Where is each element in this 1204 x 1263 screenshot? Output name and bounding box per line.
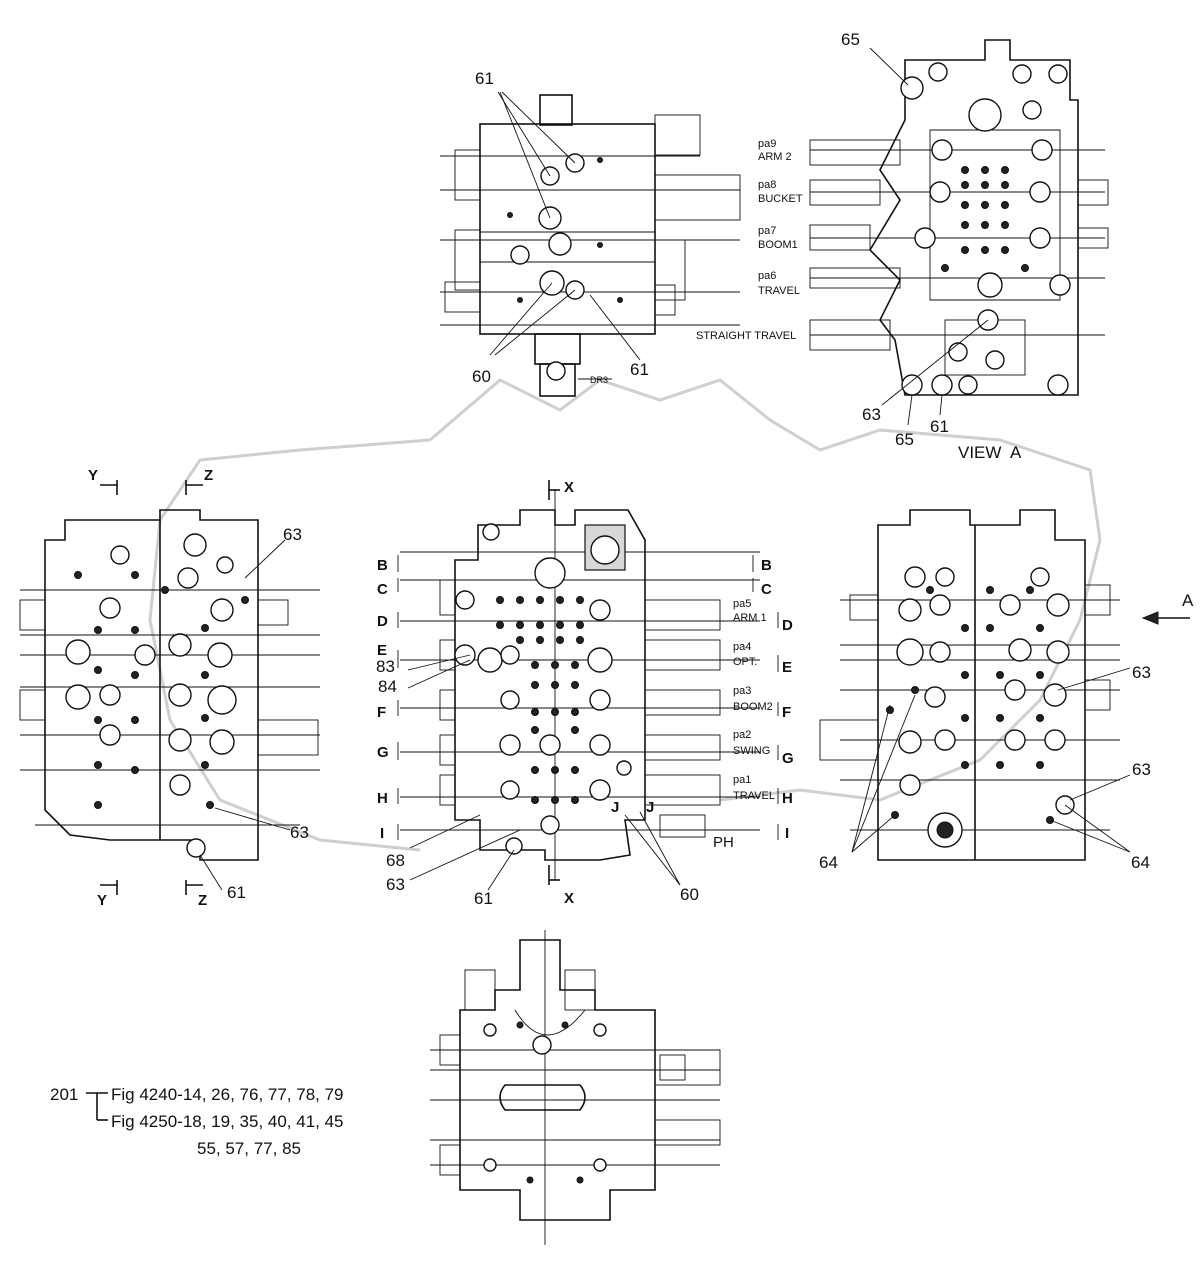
port-pa2-id: pa2: [733, 729, 751, 741]
callout-61-top-right: 61: [630, 360, 649, 379]
callout-63-left-top: 63: [283, 525, 302, 544]
section-mark-e-left: E: [377, 642, 387, 659]
callout-64-right-left: 64: [819, 853, 838, 872]
section-mark-g-left: G: [377, 744, 389, 761]
section-mark-x-bottom: X: [564, 890, 574, 907]
callout-63-right-top: 63: [1132, 663, 1151, 682]
port-pa1-name: TRAVEL: [733, 790, 775, 802]
section-mark-y-top: Y: [88, 467, 98, 484]
section-mark-j-left: J: [611, 799, 619, 816]
section-arrows: [397, 555, 779, 840]
callout-83: 83: [376, 657, 395, 676]
reference-line-2: Fig 4250-18, 19, 35, 40, 41, 45: [111, 1112, 344, 1131]
port-pa4-name: OPT.: [733, 656, 757, 668]
left-view-valve: [19, 480, 320, 895]
port-pa9-name: ARM 2: [758, 151, 792, 163]
port-pa8-name: BUCKET: [758, 193, 803, 205]
section-mark-f-right: F: [782, 704, 791, 721]
section-mark-b-right: B: [761, 557, 772, 574]
top-view-valve: [440, 91, 741, 397]
bottom-view-valve: [430, 930, 721, 1245]
reference-line-3: 55, 57, 77, 85: [197, 1139, 301, 1158]
section-mark-i-right: I: [785, 825, 789, 842]
section-mark-f-left: F: [377, 704, 386, 721]
section-mark-x-top: X: [564, 479, 574, 496]
section-mark-c-left: C: [377, 581, 388, 598]
section-mark-d-right: D: [782, 617, 793, 634]
reference-number: 201: [50, 1085, 78, 1104]
section-mark-g-right: G: [782, 750, 794, 767]
section-mark-i-left: I: [380, 825, 384, 842]
callout-61-center: 61: [474, 889, 493, 908]
center-view-bolts: [496, 596, 584, 804]
section-marks-left: B C D E F G H I: [377, 557, 389, 842]
view-a-port-labels: pa9 ARM 2 pa8 BUCKET pa7 BOOM1 pa6 TRAVE…: [696, 138, 803, 342]
reference-line-1: Fig 4240-14, 26, 76, 77, 78, 79: [111, 1085, 344, 1104]
port-pa4-id: pa4: [733, 641, 751, 653]
section-mark-h-left: H: [377, 790, 388, 807]
right-view-valve: [819, 509, 1190, 861]
callout-64-right-right: 64: [1131, 853, 1150, 872]
port-straight-travel: STRAIGHT TRAVEL: [696, 330, 796, 342]
callout-68: 68: [386, 851, 405, 870]
section-mark-c-right: C: [761, 581, 772, 598]
section-mark-h-right: H: [782, 790, 793, 807]
section-mark-b-left: B: [377, 557, 388, 574]
label-dr3: DR3: [590, 375, 608, 385]
callout-60-top: 60: [472, 367, 491, 386]
arrow-a-label: A: [1182, 591, 1194, 610]
section-mark-d-left: D: [377, 613, 388, 630]
view-a-bolt-grid: [941, 166, 1029, 272]
view-a-title: VIEW A: [958, 443, 1022, 462]
section-mark-z-bottom: Z: [198, 892, 207, 909]
callout-61-view-a: 61: [930, 417, 949, 436]
right-view-bolts: [886, 586, 1054, 824]
callout-84: 84: [378, 677, 397, 696]
left-view-bolts: [74, 571, 249, 809]
section-marks-right: B C D E F G H I: [761, 557, 794, 842]
port-pa6-id: pa6: [758, 270, 776, 282]
port-pa5-name: ARM 1: [733, 612, 767, 624]
section-mark-j-right: J: [646, 799, 654, 816]
port-pa6-name: TRAVEL: [758, 285, 800, 297]
callout-63-view-a: 63: [862, 405, 881, 424]
port-pa9-id: pa9: [758, 138, 776, 150]
section-mark-y-bottom: Y: [97, 892, 107, 909]
label-ph: PH: [713, 834, 734, 851]
callout-61-top: 61: [475, 69, 494, 88]
center-port-labels: pa5 ARM 1 pa4 OPT. pa3 BOOM2 pa2 SWING p…: [733, 598, 775, 802]
section-mark-z-top: Z: [204, 467, 213, 484]
port-pa3-name: BOOM2: [733, 701, 773, 713]
reference-note: [86, 1092, 108, 1121]
port-pa1-id: pa1: [733, 774, 751, 786]
callout-60-center: 60: [680, 885, 699, 904]
view-a-valve: [809, 39, 1109, 426]
port-pa8-id: pa8: [758, 179, 776, 191]
callout-63-right-bottom: 63: [1132, 760, 1151, 779]
port-pa7-id: pa7: [758, 225, 776, 237]
callout-61-left: 61: [227, 883, 246, 902]
section-mark-e-right: E: [782, 659, 792, 676]
port-pa2-name: SWING: [733, 745, 770, 757]
callout-63-center: 63: [386, 875, 405, 894]
port-pa7-name: BOOM1: [758, 239, 798, 251]
callout-63-left-bottom: 63: [290, 823, 309, 842]
center-view-valve: [400, 480, 760, 891]
callout-65-view-a: 65: [841, 30, 860, 49]
callout-65-view-a-bottom: 65: [895, 430, 914, 449]
port-pa5-id: pa5: [733, 598, 751, 610]
port-pa3-id: pa3: [733, 685, 751, 697]
